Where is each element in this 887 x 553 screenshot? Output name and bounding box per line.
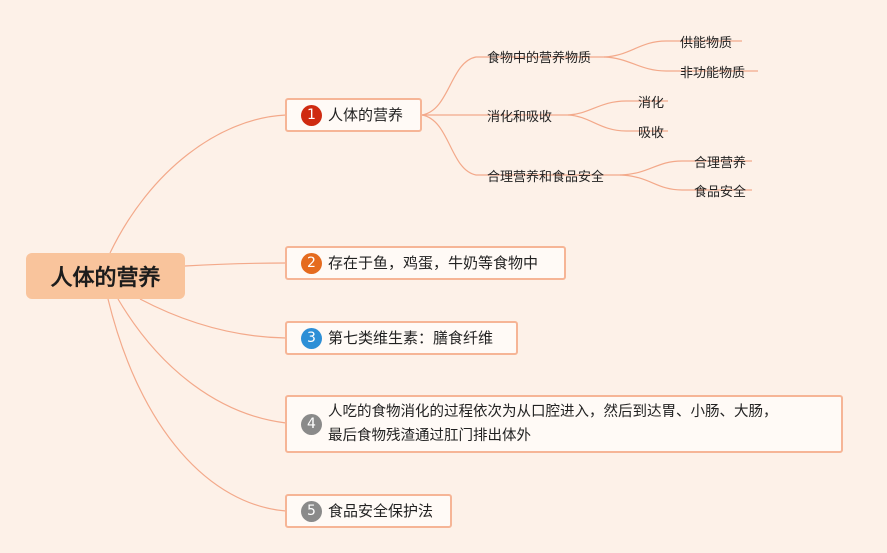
topic-4-label-line-2: 最后食物残渣通过肛门排出体外 xyxy=(328,428,531,444)
connector-sub1-child1 xyxy=(603,40,742,58)
topic-4-label: 人吃的食物消化的过程依次为从口腔进入，然后到达胃、小肠、大肠， 最后食物残渣通过… xyxy=(328,400,778,448)
connector-sub3-child2 xyxy=(619,174,752,191)
topic-3[interactable]: 3 第七类维生素：膳食纤维 xyxy=(285,321,518,355)
connector-topic1-sub1 xyxy=(421,56,604,116)
root-topic[interactable]: 人体的营养 xyxy=(26,253,185,299)
topic-1-number-badge: 1 xyxy=(301,104,322,126)
connector-root-topic-5 xyxy=(107,298,287,512)
connector-sub1-child2 xyxy=(603,56,758,72)
subtopic-digestion-absorption[interactable]: 消化和吸收 xyxy=(487,110,553,125)
connector-sub2-child1 xyxy=(567,100,668,116)
connector-sub3-child1 xyxy=(619,160,752,176)
leaf-food-safety[interactable]: 食品安全 xyxy=(694,185,747,200)
subtopic-nutrition-safety[interactable]: 合理营养和食品安全 xyxy=(487,170,605,185)
leaf-non-energy-substances[interactable]: 非功能物质 xyxy=(680,66,746,81)
connector-root-topic-2 xyxy=(184,262,287,267)
topic-3-number-badge: 3 xyxy=(301,327,322,349)
leaf-energy-substances[interactable]: 供能物质 xyxy=(680,36,733,51)
connector-topic1-sub3 xyxy=(421,114,620,176)
topic-2-label: 存在于鱼，鸡蛋，牛奶等食物中 xyxy=(328,254,539,272)
subtopic-food-nutrients[interactable]: 食物中的营养物质 xyxy=(487,51,592,66)
leaf-balanced-nutrition[interactable]: 合理营养 xyxy=(694,156,747,171)
topic-5-number-badge: 5 xyxy=(301,500,322,522)
topic-3-label: 第七类维生素：膳食纤维 xyxy=(328,329,494,347)
topic-1-label: 人体的营养 xyxy=(328,106,404,124)
root-topic-label: 人体的营养 xyxy=(50,266,161,291)
leaf-absorption[interactable]: 吸收 xyxy=(638,126,665,141)
topic-2[interactable]: 2 存在于鱼，鸡蛋，牛奶等食物中 xyxy=(285,246,566,280)
connector-root-topic-4 xyxy=(117,298,287,424)
leaf-digestion[interactable]: 消化 xyxy=(638,96,665,111)
topic-4-label-line-1: 人吃的食物消化的过程依次为从口腔进入，然后到达胃、小肠、大肠， xyxy=(328,404,778,420)
topic-5-label: 食品安全保护法 xyxy=(328,502,434,520)
topic-1[interactable]: 1 人体的营养 xyxy=(285,98,422,132)
connector-root-topic-1 xyxy=(109,114,287,254)
connector-root-topic-3 xyxy=(139,298,287,339)
topic-4[interactable]: 4 人吃的食物消化的过程依次为从口腔进入，然后到达胃、小肠、大肠， 最后食物残渣… xyxy=(285,395,843,453)
topic-5[interactable]: 5 食品安全保护法 xyxy=(285,494,452,528)
connector-sub2-child2 xyxy=(567,114,668,132)
topic-4-number-badge: 4 xyxy=(301,413,322,435)
topic-2-number-badge: 2 xyxy=(301,252,322,274)
